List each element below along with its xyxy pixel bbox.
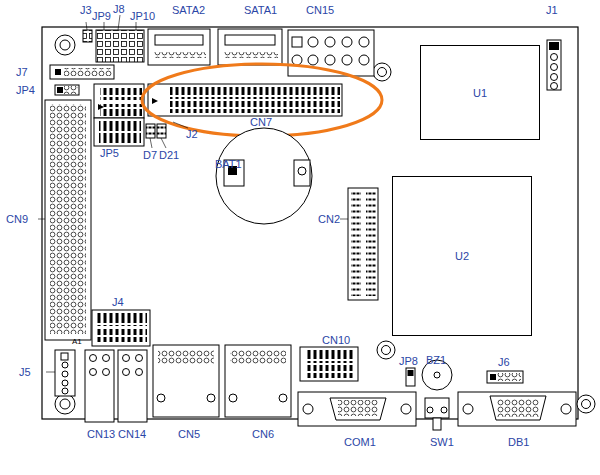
part-label: J8 xyxy=(113,3,125,15)
part-label: BZ1 xyxy=(426,354,446,366)
part-label: CN15 xyxy=(306,4,334,16)
chip-label: U2 xyxy=(455,250,469,262)
part-label: JP5 xyxy=(100,147,119,159)
part-label: DB1 xyxy=(508,436,529,448)
part-label: JP4 xyxy=(16,84,35,96)
part-label: A1 xyxy=(72,336,82,348)
part-label: COM1 xyxy=(344,436,376,448)
part-label: J1 xyxy=(546,4,558,16)
part-label: D21 xyxy=(159,149,179,161)
part-label: J5 xyxy=(19,366,31,378)
part-label: JP9 xyxy=(92,10,111,22)
part-label: J3 xyxy=(80,4,92,16)
part-label: JP10 xyxy=(130,10,155,22)
part-label: CN6 xyxy=(252,428,274,440)
part-label: CN2 xyxy=(318,213,340,225)
part-label: J6 xyxy=(498,356,510,368)
part-label: CN10 xyxy=(322,334,350,346)
part-label: JP8 xyxy=(399,355,418,367)
part-label: CN9 xyxy=(6,213,28,225)
part-label: SATA2 xyxy=(172,4,205,16)
part-label: SW1 xyxy=(430,436,454,448)
part-label: CN7 xyxy=(250,116,272,128)
part-label: J2 xyxy=(186,128,198,140)
part-label: CN14 xyxy=(118,428,146,440)
part-label: J4 xyxy=(112,296,124,308)
chip-outline: U1 xyxy=(420,45,540,140)
part-label: CN5 xyxy=(178,428,200,440)
part-label: SATA1 xyxy=(244,4,277,16)
chip-label: U1 xyxy=(473,87,487,99)
part-label: D7 xyxy=(143,149,157,161)
part-label: BAT1 xyxy=(215,158,242,170)
chip-outline: U2 xyxy=(392,176,532,336)
part-label: J7 xyxy=(16,66,28,78)
part-label: CN13 xyxy=(87,428,115,440)
